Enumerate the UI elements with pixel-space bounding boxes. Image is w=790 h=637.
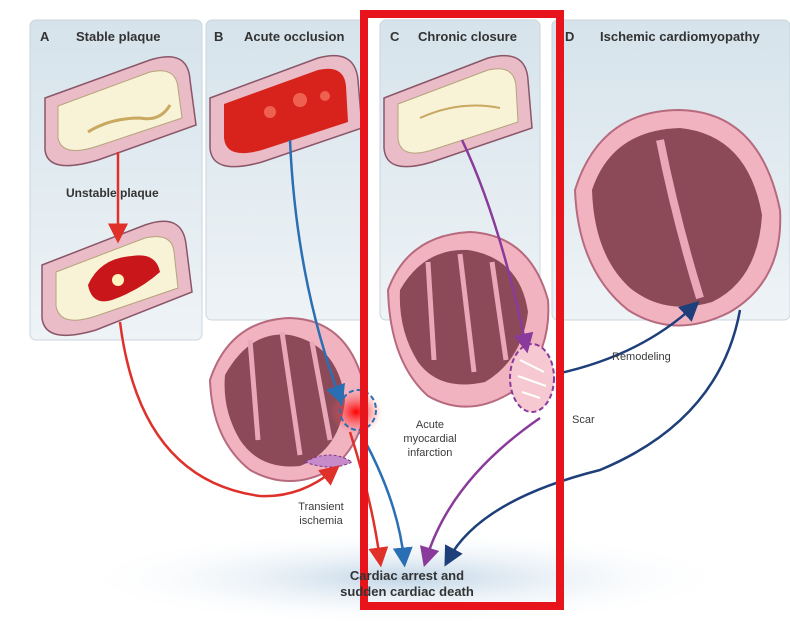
label-transient-line-1: Transient <box>291 500 351 514</box>
panel-c-title: Chronic closure <box>418 29 517 44</box>
label-transient-line-2: ischemia <box>291 514 351 528</box>
panel-c-letter: C <box>390 29 399 44</box>
panel-d-title: Ischemic cardiomyopathy <box>600 29 760 44</box>
heart-panel-b <box>210 318 382 481</box>
panel-a-letter: A <box>40 29 49 44</box>
panel-b-title: Acute occlusion <box>244 29 344 44</box>
label-outcome-line-2: sudden cardiac death <box>322 584 492 600</box>
heart-panel-c <box>388 232 554 412</box>
panel-b-letter: B <box>214 29 223 44</box>
label-remodeling: Remodeling <box>612 350 671 364</box>
panel-a-title: Stable plaque <box>76 29 161 44</box>
label-acute-mi-line-1: Acute <box>394 418 466 432</box>
label-acute-mi-line-2: myocardial <box>394 432 466 446</box>
label-outcome: Cardiac arrest and sudden cardiac death <box>322 568 492 600</box>
label-outcome-line-1: Cardiac arrest and <box>322 568 492 584</box>
label-unstable-plaque: Unstable plaque <box>66 186 159 200</box>
label-transient-ischemia: Transient ischemia <box>291 500 351 528</box>
label-scar: Scar <box>572 413 595 427</box>
panel-d-letter: D <box>565 29 574 44</box>
label-acute-mi: Acute myocardial infarction <box>394 418 466 460</box>
label-acute-mi-line-3: infarction <box>394 446 466 460</box>
